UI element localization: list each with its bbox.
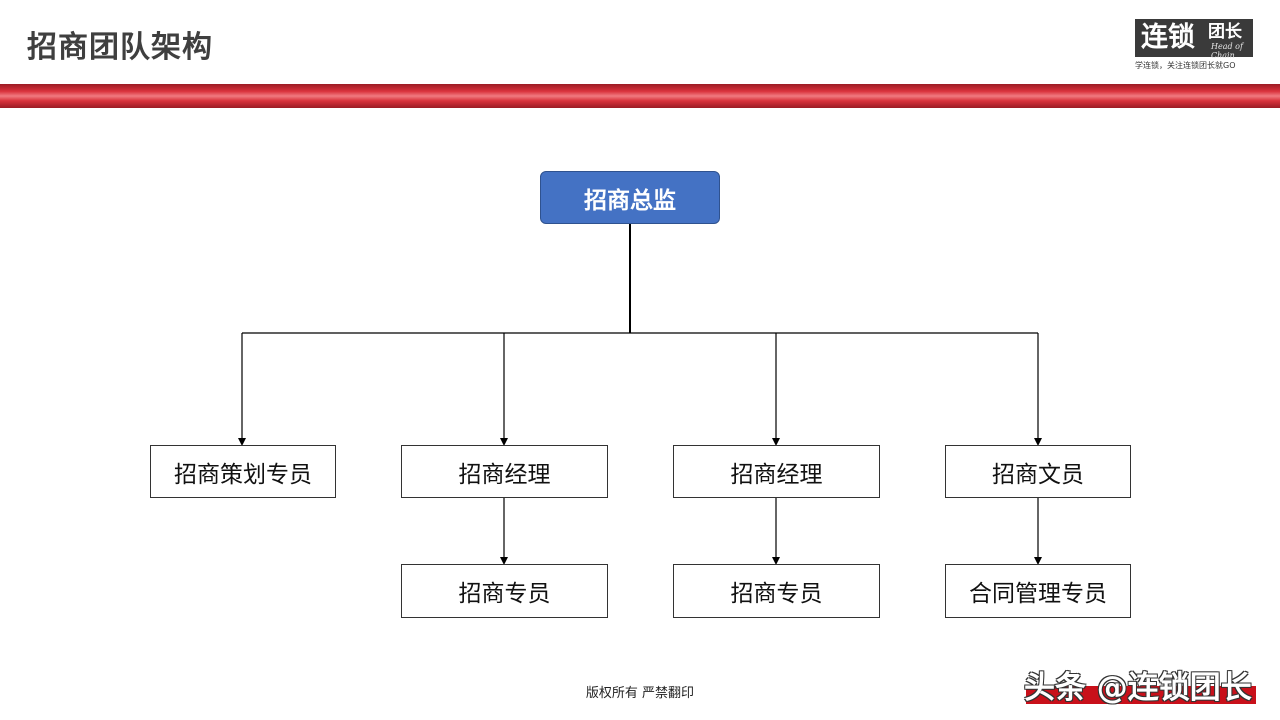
page-title: 招商团队架构	[27, 30, 213, 65]
watermark-bar	[1026, 686, 1256, 704]
org-node-child-2: 招商专员	[401, 564, 608, 618]
org-node-child-3: 招商专员	[673, 564, 880, 618]
copyright-notice: 版权所有 严禁翻印	[585, 686, 695, 701]
org-node-root: 招商总监	[540, 171, 720, 224]
logo-tagline: 学连锁，关注连锁团长就GO	[1135, 61, 1236, 70]
watermark-text: 头条 @连锁团长	[1024, 670, 1252, 706]
org-node-branch-3: 招商经理	[673, 445, 880, 498]
brand-logo: 连锁 团长 Head of Chain 学连锁，关注连锁团长就GO	[1135, 19, 1255, 71]
org-node-child-4: 合同管理专员	[945, 564, 1131, 618]
logo-sub-text: 团长	[1208, 22, 1242, 42]
org-node-branch-4: 招商文员	[945, 445, 1131, 498]
org-node-branch-2: 招商经理	[401, 445, 608, 498]
header-divider-band	[0, 84, 1280, 108]
logo-badge: 连锁 团长 Head of Chain	[1135, 19, 1253, 60]
logo-main-text: 连锁	[1141, 22, 1195, 53]
org-node-branch-1: 招商策划专员	[150, 445, 336, 498]
logo-english-text: Head of Chain	[1211, 42, 1243, 60]
